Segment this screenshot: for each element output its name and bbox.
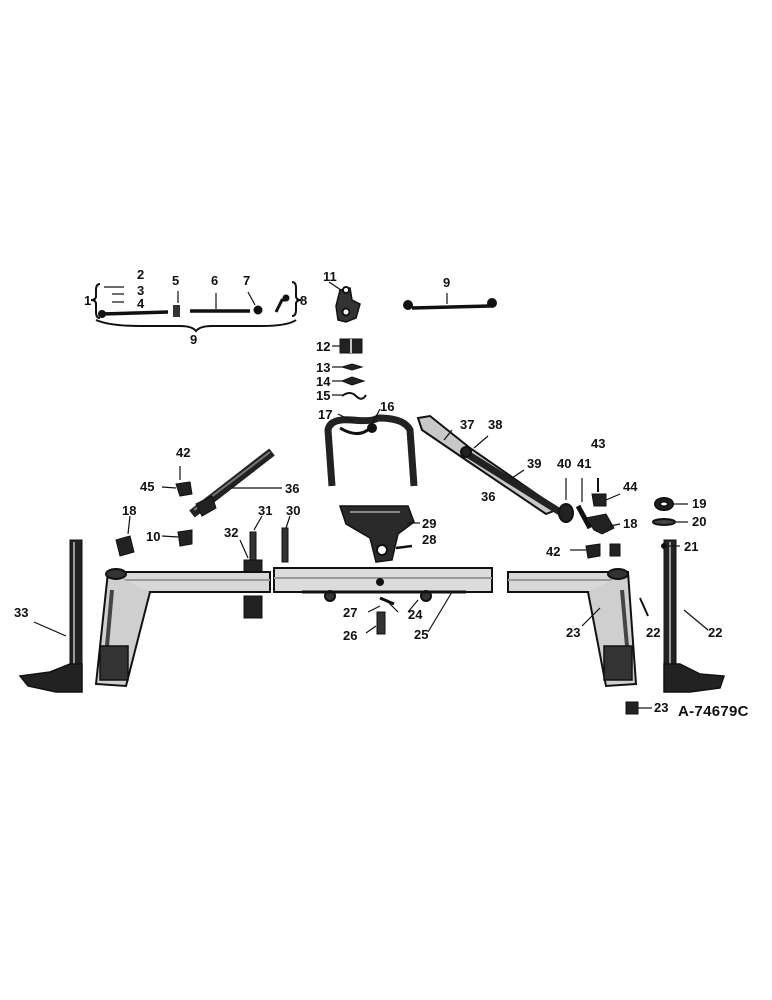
- callout-22: 22: [708, 625, 723, 640]
- pins-28-29: [365, 591, 453, 635]
- callout-5: 5: [172, 273, 180, 288]
- drag-link-36-right: [416, 414, 562, 516]
- callout-12: 12: [316, 339, 331, 354]
- drag-link-36-left: [179, 448, 282, 518]
- callout-9-right: 9: [443, 275, 451, 290]
- callout-24: 22: [646, 625, 661, 640]
- parts-40-41: [558, 478, 593, 530]
- bracket-31: [338, 505, 420, 563]
- callout-11: 11: [323, 269, 337, 284]
- callout-41: 41: [577, 456, 592, 471]
- callout-4: 4: [137, 296, 145, 311]
- small-brackets-right: [570, 478, 621, 559]
- steering-arm-11: [328, 281, 361, 323]
- callout-31: 29: [422, 516, 437, 531]
- callout-32: 30: [286, 503, 301, 518]
- callout-23: 23: [654, 700, 669, 715]
- callout-30: 28: [422, 532, 437, 547]
- callout-18-left: 18: [122, 503, 137, 518]
- callout-36-left: 36: [285, 481, 300, 496]
- small-parts-19-24: [625, 497, 688, 715]
- u-bracket-16-17: [324, 408, 418, 487]
- callout-2: 2: [137, 267, 145, 282]
- spindle-35: [18, 539, 83, 693]
- callout-38: 38: [488, 417, 503, 432]
- callout-6: 6: [211, 273, 219, 288]
- small-parts-12-15: [332, 338, 367, 400]
- callout-40: 40: [557, 456, 572, 471]
- callout-17: 17: [318, 407, 333, 422]
- callout-21: 21: [684, 539, 699, 554]
- callout-1: 1: [84, 293, 92, 308]
- callout-27: 25: [414, 627, 429, 642]
- axle-extension-right: [507, 568, 638, 688]
- spindle-22: [663, 539, 726, 693]
- callout-3: 3: [137, 283, 145, 298]
- callout-20: 20: [692, 514, 707, 529]
- callout-39: 39: [527, 456, 542, 471]
- callout-26: 24: [408, 607, 423, 622]
- callout-42-left: 42: [176, 445, 191, 460]
- callout-10: 10: [146, 529, 161, 544]
- callout-19: 19: [692, 496, 707, 511]
- reference-code: A-74679C: [678, 703, 749, 720]
- tie-rod-9: [403, 293, 497, 310]
- callout-25: 23: [566, 625, 581, 640]
- callout-15: 15: [316, 388, 331, 403]
- callout-9-left: 9: [190, 332, 198, 347]
- callout-28: 26: [343, 628, 358, 643]
- callout-44: 42: [546, 544, 561, 559]
- center-axle-beam: [273, 567, 493, 602]
- callout-34: 32: [224, 525, 239, 540]
- callout-43: 44: [623, 479, 638, 494]
- axle-extension-left: [94, 568, 271, 688]
- callout-45: 45: [140, 479, 155, 494]
- callout-36-right: 36: [481, 489, 496, 504]
- callout-42-right: 43: [591, 436, 606, 451]
- callout-13: 13: [316, 360, 331, 375]
- small-brackets-left: [115, 481, 193, 557]
- callout-7: 7: [243, 273, 251, 288]
- callout-18-right: 18: [623, 516, 638, 531]
- callout-35: 33: [14, 605, 29, 620]
- tie-rod-assembly-left: [90, 281, 302, 333]
- callout-37: 37: [460, 417, 475, 432]
- callout-29: 27: [343, 605, 358, 620]
- callout-8: 8: [300, 293, 308, 308]
- callout-14: 14: [316, 374, 331, 389]
- callout-33: 31: [258, 503, 273, 518]
- callout-16: 16: [380, 399, 395, 414]
